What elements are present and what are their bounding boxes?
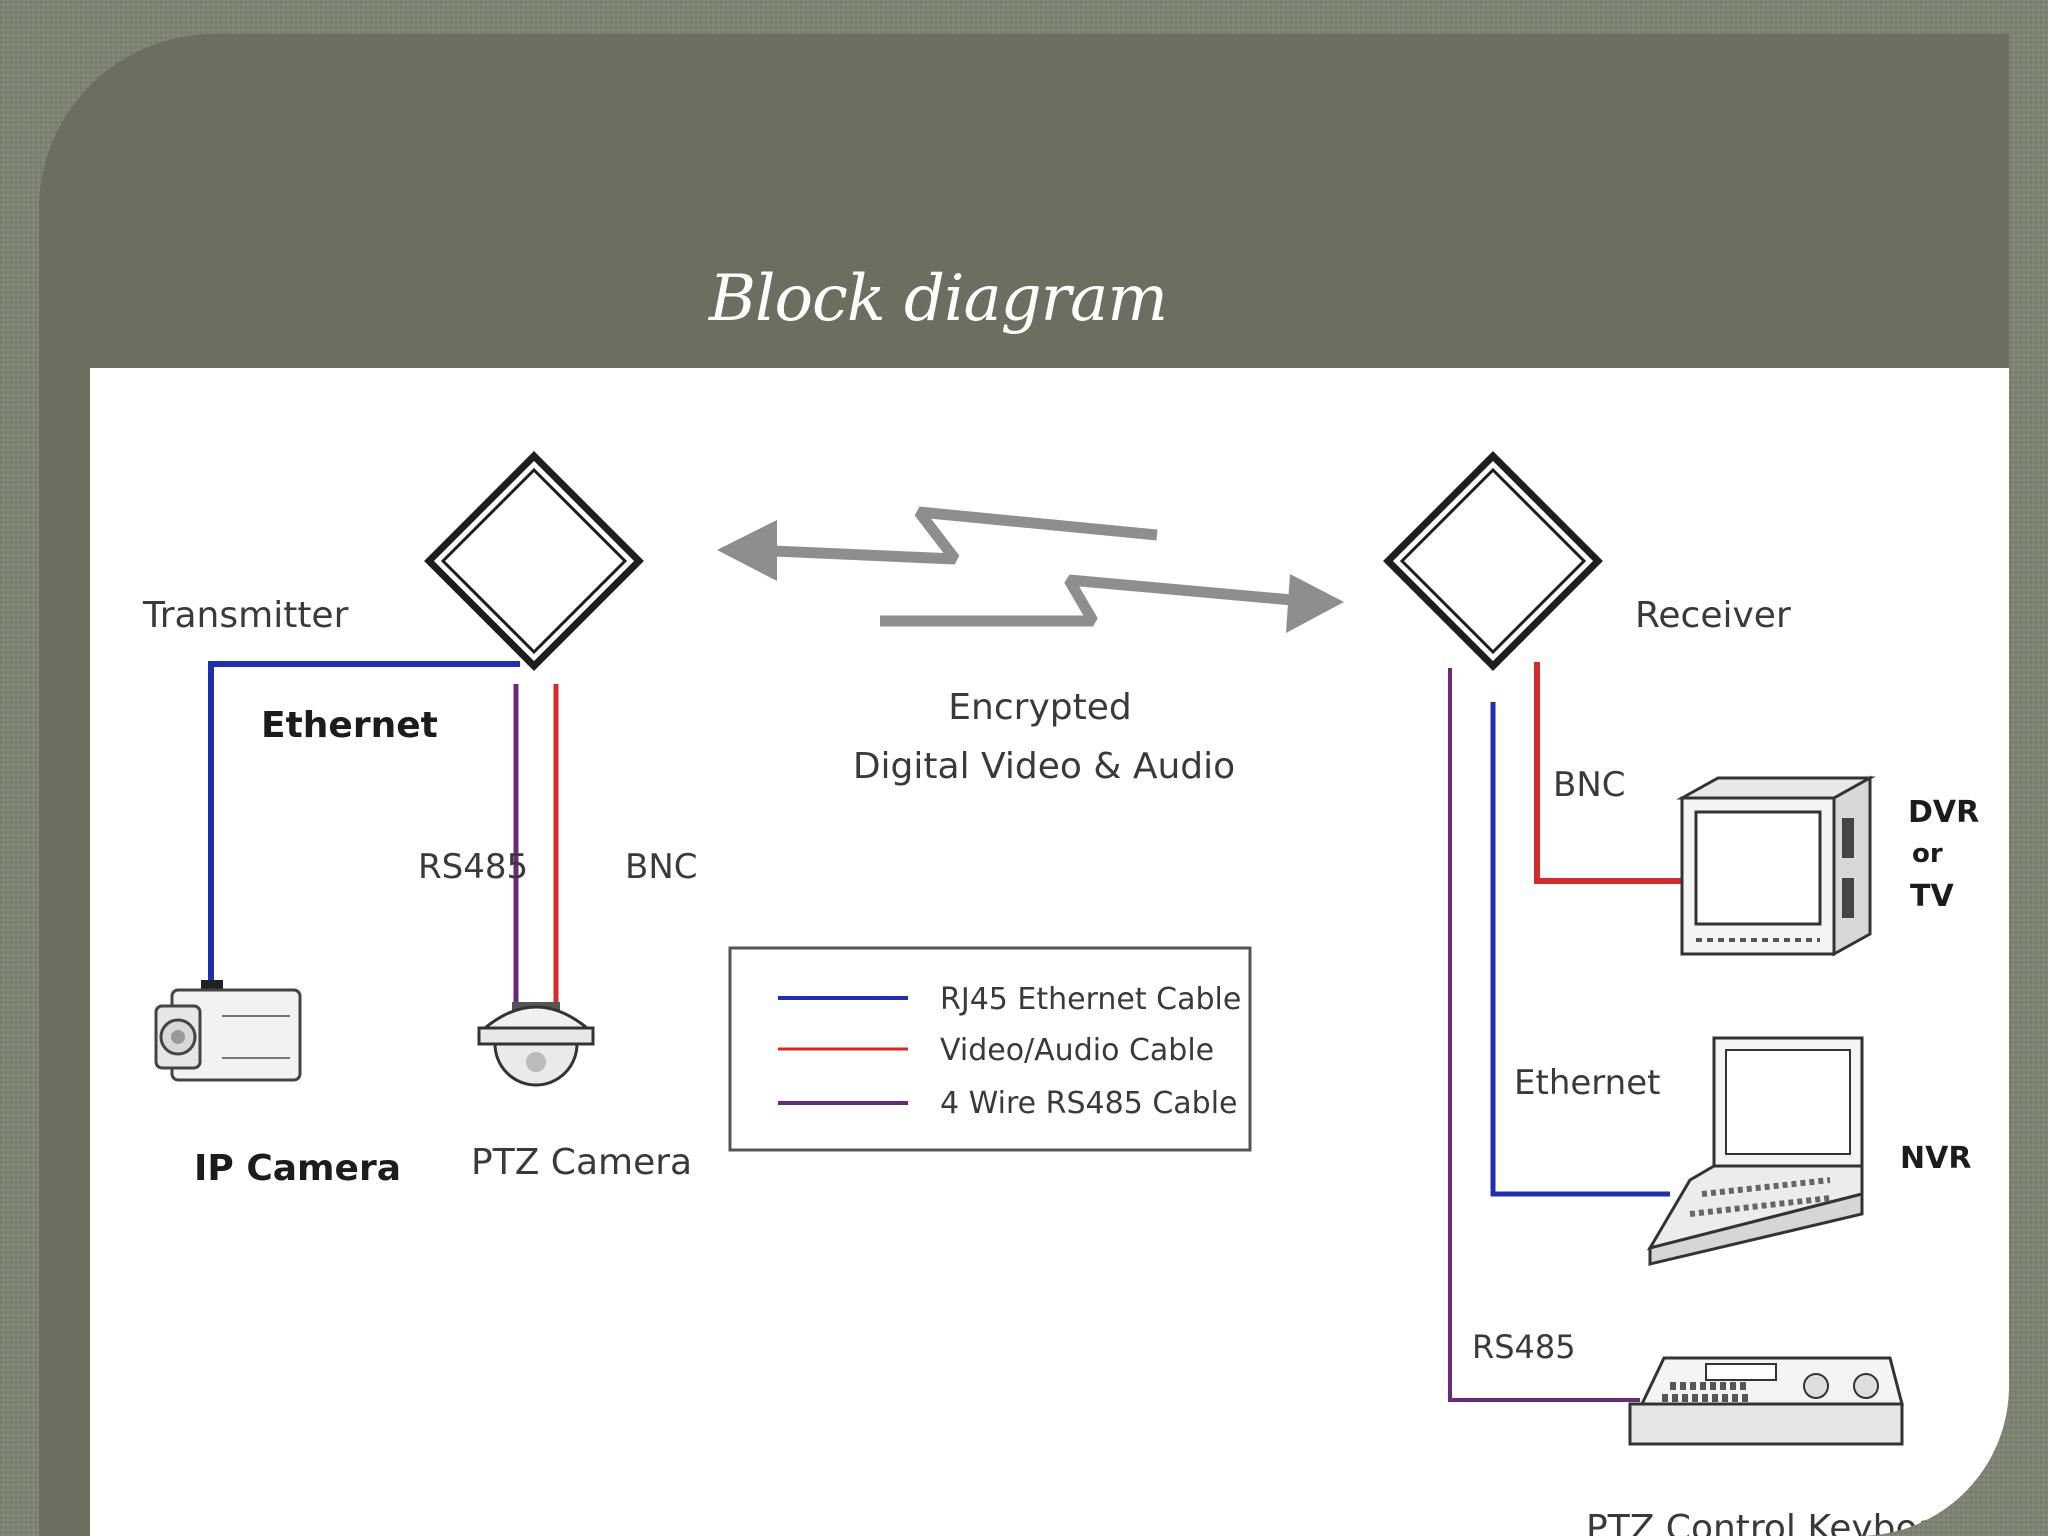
label-rs485-right: RS485 bbox=[1472, 1328, 1576, 1366]
label-or: or bbox=[1912, 839, 1943, 869]
ptz-keyboard-illustration bbox=[1628, 1356, 1904, 1446]
label-ip-camera: IP Camera bbox=[194, 1148, 401, 1189]
ethernet-cable-right bbox=[1490, 702, 1670, 1197]
ptz-camera-illustration bbox=[477, 1002, 595, 1087]
bnc-cable-right bbox=[1534, 662, 1682, 884]
label-ethernet-right: Ethernet bbox=[1514, 1063, 1660, 1103]
label-bnc-left: BNC bbox=[625, 847, 698, 887]
ethernet-cable-left bbox=[208, 661, 520, 1014]
receiver-antenna bbox=[1383, 451, 1603, 671]
legend-label-rs485: 4 Wire RS485 Cable bbox=[940, 1086, 1237, 1121]
wireless-link-arrows bbox=[717, 506, 1344, 633]
label-tv: TV bbox=[1910, 879, 1954, 914]
legend: RJ45 Ethernet Cable Video/Audio Cable 4 … bbox=[728, 946, 1252, 1152]
block-diagram: RJ45 Ethernet Cable Video/Audio Cable 4 … bbox=[90, 368, 2009, 1536]
label-ethernet-left: Ethernet bbox=[261, 705, 438, 746]
label-receiver: Receiver bbox=[1635, 595, 1791, 636]
transmitter-antenna bbox=[424, 451, 644, 671]
label-transmitter: Transmitter bbox=[142, 595, 349, 636]
label-bnc-right: BNC bbox=[1553, 765, 1626, 805]
ip-camera-illustration bbox=[154, 980, 302, 1082]
nvr-laptop-illustration bbox=[1646, 1036, 1864, 1266]
label-rs485-left: RS485 bbox=[418, 847, 528, 887]
legend-label-ethernet: RJ45 Ethernet Cable bbox=[940, 982, 1241, 1017]
legend-label-video: Video/Audio Cable bbox=[940, 1033, 1214, 1068]
label-digital-video-audio: Digital Video & Audio bbox=[853, 746, 1235, 787]
label-encrypted: Encrypted bbox=[948, 687, 1131, 728]
slide-title: Block diagram bbox=[709, 262, 1168, 336]
dvr-tv-illustration bbox=[1676, 775, 1876, 957]
label-ptz-keyboard: PTZ Control Keyboard bbox=[1586, 1508, 1977, 1536]
label-dvr: DVR bbox=[1908, 795, 1979, 830]
label-ptz-camera: PTZ Camera bbox=[471, 1142, 692, 1183]
rs485-cable-right bbox=[1448, 668, 1640, 1402]
slide: Block diagram bbox=[39, 34, 2009, 1536]
label-nvr: NVR bbox=[1900, 1141, 1971, 1176]
